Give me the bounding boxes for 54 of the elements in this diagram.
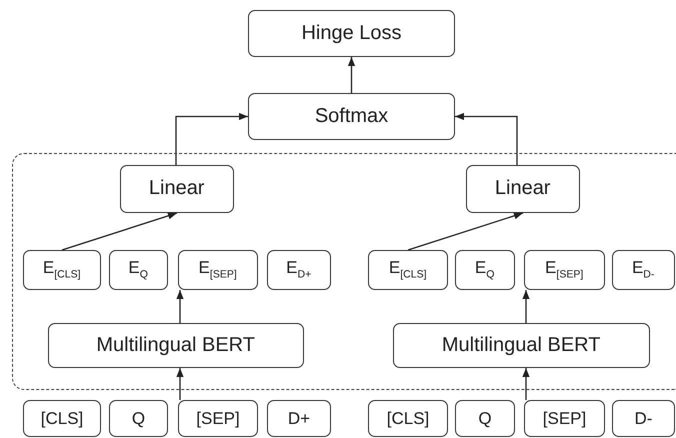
node-label: Multilingual BERT	[442, 334, 600, 357]
node-label: E$_{Q}$	[474, 258, 494, 282]
process-box	[266, 250, 331, 290]
node-label: Q	[132, 408, 146, 428]
node-label: E$_{[CLS]}$	[42, 258, 81, 282]
process-box	[120, 164, 234, 213]
node-label: E$_{Q}$	[128, 258, 148, 282]
arrow	[522, 368, 530, 400]
process-box	[23, 400, 101, 437]
process-box	[524, 400, 605, 437]
arrow	[62, 212, 178, 251]
node-label: E$_{[SEP]}$	[198, 258, 237, 282]
arrow	[455, 112, 518, 165]
process-box	[466, 164, 580, 213]
process-box	[178, 400, 258, 437]
process-box	[524, 250, 605, 290]
node-label: E$_{[SEP]}$	[545, 258, 584, 282]
arrow	[522, 290, 530, 323]
node-label: [CLS]	[386, 408, 430, 428]
process-box	[612, 400, 675, 437]
process-box	[368, 250, 448, 290]
node-label: Multilingual BERT	[96, 334, 255, 357]
arrow	[176, 368, 184, 400]
node-label: [CLS]	[40, 408, 84, 428]
arrow	[348, 57, 356, 93]
process-box	[368, 400, 448, 437]
node-label: Linear	[148, 177, 204, 200]
arrow	[175, 112, 248, 165]
process-box	[455, 400, 515, 437]
dashed-group-box	[12, 153, 676, 390]
arrow	[176, 290, 184, 323]
node-label: Hinge Loss	[301, 22, 402, 45]
process-box	[178, 250, 258, 290]
node-label: D+	[288, 408, 310, 428]
node-label: E$_{[CLS]}$	[388, 258, 427, 282]
node-label: E$_{D+}$	[286, 258, 312, 282]
node-label: Linear	[494, 177, 550, 200]
process-box	[248, 93, 455, 140]
process-box	[612, 250, 675, 290]
node-label: [SEP]	[196, 408, 240, 428]
process-box	[267, 400, 331, 437]
process-box	[48, 322, 304, 368]
process-box	[109, 400, 168, 437]
node-label: D-	[634, 408, 652, 428]
process-box	[454, 250, 515, 290]
node-label: [SEP]	[542, 408, 586, 428]
process-box	[248, 10, 455, 57]
process-box	[22, 250, 101, 290]
node-label: E$_{D-}$	[632, 258, 654, 282]
process-box	[392, 322, 650, 368]
node-label: Q	[478, 408, 492, 428]
node-label: Softmax	[314, 105, 388, 128]
arrow	[408, 212, 524, 251]
process-box	[108, 250, 168, 290]
